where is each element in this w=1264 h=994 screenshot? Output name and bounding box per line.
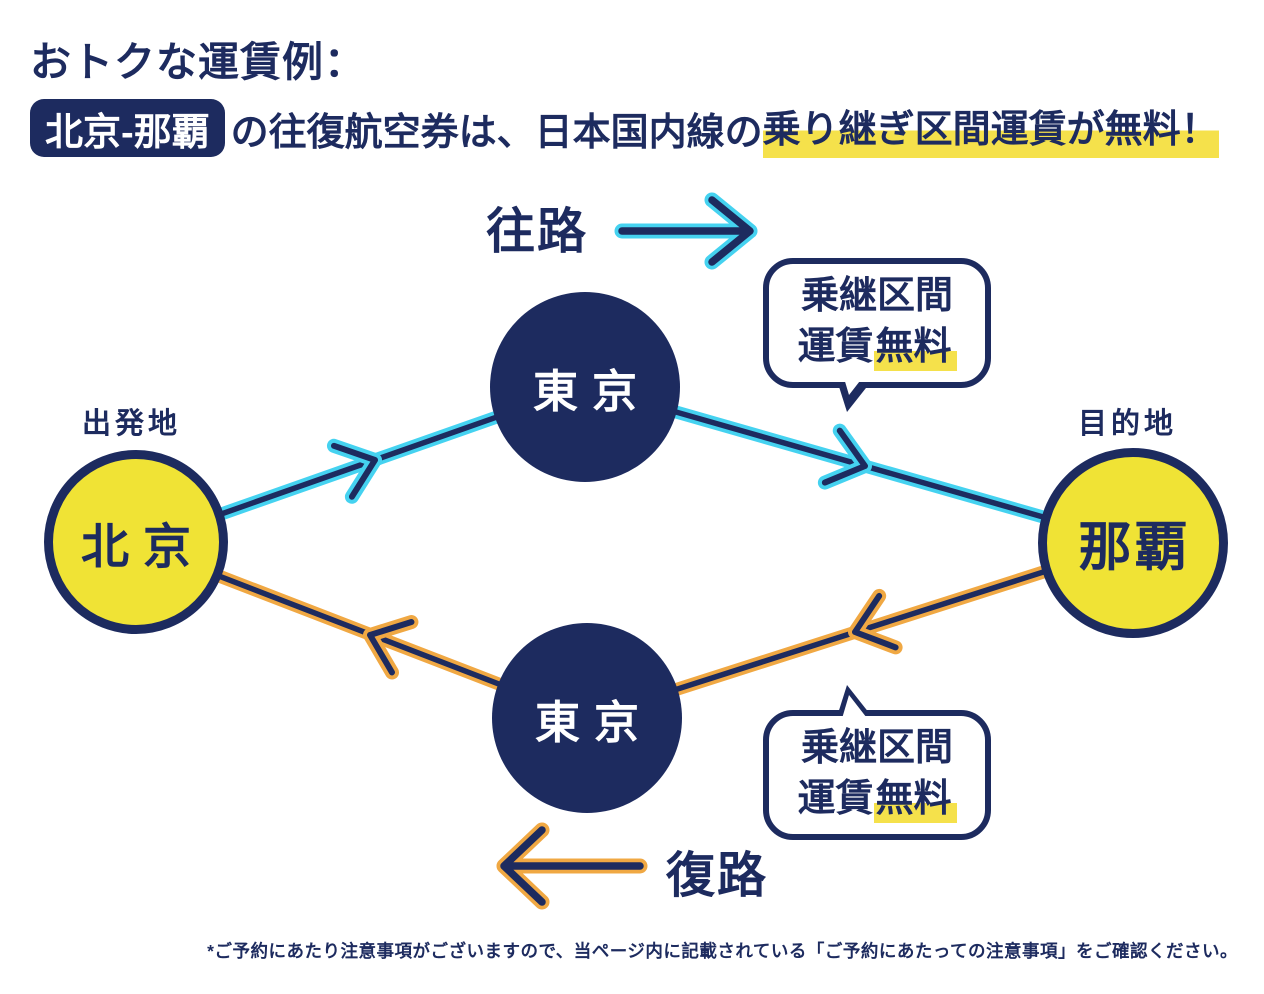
return-label: 復路	[666, 849, 769, 903]
return-chevron-2	[363, 615, 419, 680]
node-naha: 那覇	[1038, 448, 1228, 638]
bubble-line2: 運賃	[797, 778, 874, 820]
headline-text: の往復航空券は、日本国内線の	[230, 111, 763, 154]
outbound-chevron-2	[817, 423, 872, 490]
bubble-line1: 乗継区間	[800, 275, 953, 317]
node-naha-name: 那覇	[1078, 518, 1191, 577]
destination-label: 目的地	[1078, 408, 1178, 440]
headline: 北京-那覇 の往復航空券は、日本国内線の 乗り継ぎ区間運賃が無料！	[30, 98, 1219, 158]
bubble-tail-fill	[841, 692, 870, 722]
free-transfer-bubble-return: 乗継区間 運賃無料	[763, 685, 991, 840]
node-beijing: 北京	[44, 450, 228, 634]
return-chevron-1	[848, 588, 903, 655]
bubble-free-highlight: 無料	[873, 778, 957, 823]
return-arrow-icon	[496, 822, 648, 910]
bubble-line1: 乗継区間	[800, 727, 953, 769]
node-tokyo-outbound-name: 東京	[532, 365, 651, 417]
bubble-text: 乗継区間 運賃無料	[763, 723, 991, 825]
bubble-line2: 運賃	[797, 326, 874, 368]
headline-highlight: 乗り継ぎ区間運賃が無料！	[762, 98, 1219, 158]
outbound-arrow-icon	[614, 192, 758, 270]
bubble-tail-fill	[841, 368, 870, 398]
node-beijing-name: 北京	[80, 521, 205, 574]
node-tokyo-outbound: 東京	[490, 292, 680, 482]
origin-label: 出発地	[82, 408, 182, 440]
page-title: おトクな運賃例：	[30, 39, 366, 85]
bubble-text: 乗継区間 運賃無料	[763, 271, 991, 373]
node-tokyo-return-name: 東京	[534, 696, 653, 748]
free-transfer-bubble-outbound: 乗継区間 運賃無料	[763, 258, 991, 412]
bubble-free-highlight: 無料	[873, 326, 957, 371]
booking-footnote: *ご予約にあたり注意事項がございますので、当ページ内に記載されている「ご予約にあ…	[207, 941, 1238, 961]
route-badge: 北京-那覇	[30, 99, 225, 157]
outbound-label: 往路	[486, 205, 589, 259]
node-tokyo-return: 東京	[492, 623, 682, 813]
outbound-chevron-1	[326, 438, 382, 504]
